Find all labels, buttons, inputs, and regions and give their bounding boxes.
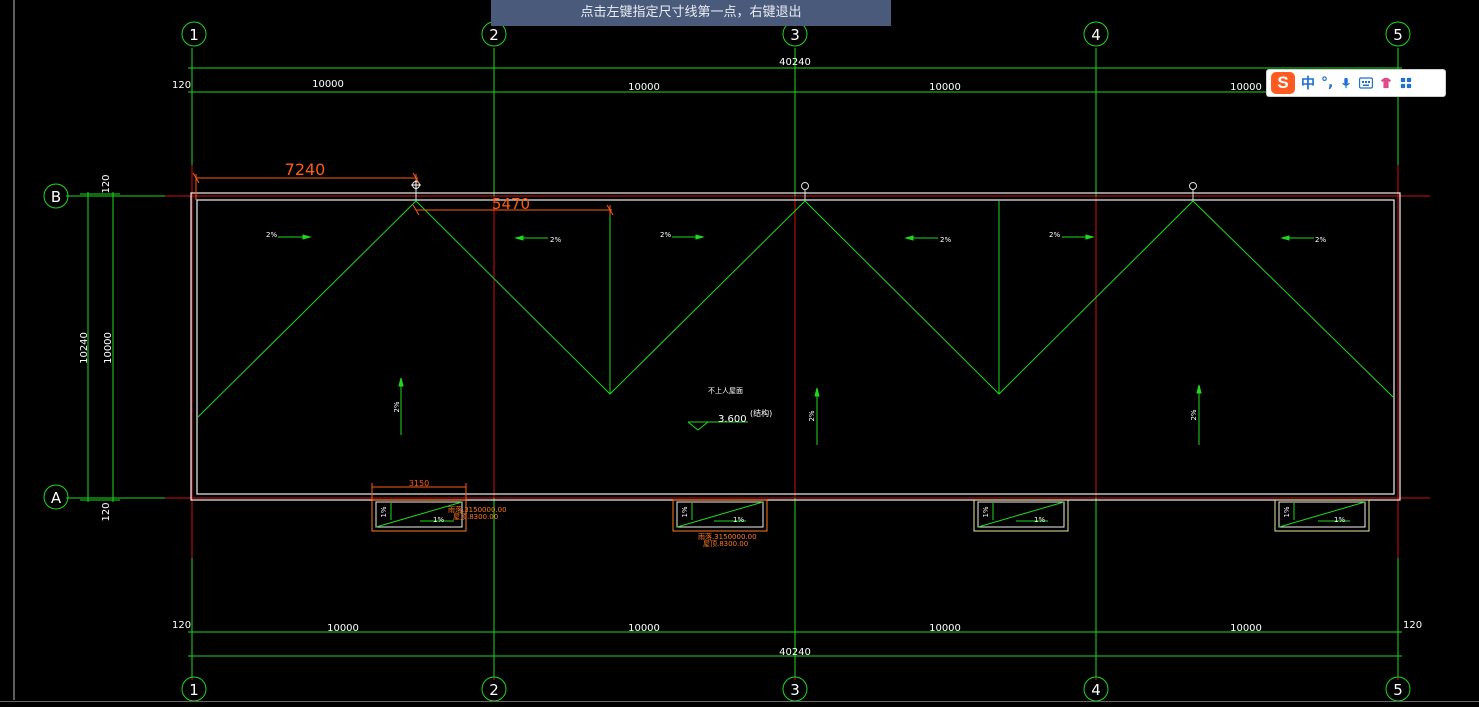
slope-labels: 2% 2% 2% 2% 2% 2% 2% 2% 2% 1% 1% 1% 1% 1… xyxy=(266,231,1345,524)
slope-label: 2% xyxy=(550,236,561,244)
dim-top-span-4: 10000 xyxy=(1230,82,1262,93)
sogou-logo-icon[interactable]: S xyxy=(1271,72,1295,94)
top-dimension-lines xyxy=(80,67,1402,657)
gutter-slope-label: 1% xyxy=(982,506,990,517)
axis-label-B: B xyxy=(51,188,61,206)
dim-bottom-span-3: 10000 xyxy=(929,623,961,634)
dim-left-total: 10240 xyxy=(79,332,90,364)
dim-top-offset: 120 xyxy=(172,80,191,91)
roof-type-label: 不上人屋面 xyxy=(708,386,743,395)
gutters xyxy=(371,483,1370,532)
gutter-dim: 3150 xyxy=(409,479,429,488)
slope-arrows xyxy=(278,234,1314,445)
axis-label-2-top: 2 xyxy=(489,26,499,44)
axis-label-1-top: 1 xyxy=(189,26,199,44)
dim-bottom-span-4: 10000 xyxy=(1230,623,1262,634)
gutter-note: 屋顶.8300.00 xyxy=(453,513,498,521)
gutter-slope-label: 1% xyxy=(681,506,689,517)
axis-label-5-top: 5 xyxy=(1393,26,1403,44)
roof-drains xyxy=(412,181,1197,200)
dim-bottom-offset-right: 120 xyxy=(1403,620,1422,631)
axis-lines xyxy=(165,105,1430,680)
command-line-separator xyxy=(0,701,1479,702)
keyboard-icon[interactable] xyxy=(1359,77,1374,89)
roof-annotations: 不上人屋面 3.600 (结构) xyxy=(708,386,772,425)
gutter-note: 雨落.3150000.00 xyxy=(448,505,507,514)
active-dim-7240: 7240 xyxy=(285,160,326,179)
dim-top-span-2: 10000 xyxy=(628,82,660,93)
dim-bottom-offset-left: 120 xyxy=(172,620,191,631)
elevation-value: 3.600 xyxy=(718,414,747,425)
slope-label: 2% xyxy=(808,410,816,421)
axis-labels: 1 2 3 4 5 1 2 3 4 5 B A xyxy=(51,26,1403,699)
slope-label: 2% xyxy=(266,231,277,239)
dim-left-span: 10000 xyxy=(103,332,114,364)
gutter-slope-label: 1% xyxy=(433,516,444,524)
active-dim-5470: 5470 xyxy=(492,195,530,213)
roof-outline-outer xyxy=(190,192,1401,501)
microphone-icon[interactable] xyxy=(1339,77,1353,89)
gutter-note: 雨落.3150000.00 xyxy=(698,532,757,541)
gutter-slope-label: 1% xyxy=(1334,516,1345,524)
ime-toolbar[interactable]: S 中 °, xyxy=(1266,69,1446,97)
dim-left-offset-bottom: 120 xyxy=(101,502,112,521)
dim-top-span-3: 10000 xyxy=(929,82,961,93)
axis-bubbles xyxy=(43,21,1411,702)
active-dim-texts: 7240 5470 3150 xyxy=(285,160,530,488)
slope-label: 2% xyxy=(1315,236,1326,244)
dim-bottom-total: 40240 xyxy=(779,647,811,658)
axis-label-3-top: 3 xyxy=(790,26,800,44)
roof-outline-inner xyxy=(196,199,1395,495)
gutter-slope-label: 1% xyxy=(1283,506,1291,517)
skin-icon[interactable] xyxy=(1379,77,1393,89)
axis-label-5-bottom: 5 xyxy=(1393,681,1403,699)
axis-label-4-top: 4 xyxy=(1091,26,1101,44)
ime-punct-toggle[interactable]: °, xyxy=(1321,75,1334,91)
dim-left-offset-top: 120 xyxy=(101,174,112,193)
active-dimension xyxy=(192,172,614,216)
slope-label: 2% xyxy=(1190,409,1198,420)
gutter-slope-label: 1% xyxy=(380,506,388,517)
gutter-note: 屋顶.8300.00 xyxy=(703,540,748,548)
axis-label-1-bottom: 1 xyxy=(189,681,199,699)
roof-ridge-lines xyxy=(197,200,1394,418)
dim-top-span-1: 10000 xyxy=(312,79,344,90)
extension-lines xyxy=(66,48,1399,677)
command-hint-bar: 点击左键指定尺寸线第一点，右键退出 xyxy=(491,0,891,26)
axis-label-A: A xyxy=(51,489,62,507)
gutter-slope-label: 1% xyxy=(733,516,744,524)
slope-label: 2% xyxy=(393,401,401,412)
dim-bottom-span-1: 10000 xyxy=(327,623,359,634)
ime-mode-toggle[interactable]: 中 xyxy=(1301,76,1315,92)
slope-label: 2% xyxy=(940,236,951,244)
gutter-slope-label: 1% xyxy=(1034,516,1045,524)
axis-label-2-bottom: 2 xyxy=(489,681,499,699)
gutter-notes: 雨落.3150000.00 屋顶.8300.00 雨落.3150000.00 屋… xyxy=(448,505,757,548)
grid-icon[interactable] xyxy=(1399,77,1413,89)
slope-label: 2% xyxy=(660,231,671,239)
dim-top-total: 40240 xyxy=(779,57,811,68)
dimension-texts: 40240 120 10000 10000 10000 10000 120 12… xyxy=(79,57,1422,658)
slope-label: 2% xyxy=(1049,231,1060,239)
elevation-marker xyxy=(687,421,748,431)
crosshair-cursor xyxy=(411,180,421,190)
elevation-note: (结构) xyxy=(750,408,772,418)
axis-label-4-bottom: 4 xyxy=(1091,681,1101,699)
dim-bottom-span-2: 10000 xyxy=(628,623,660,634)
axis-label-3-bottom: 3 xyxy=(790,681,800,699)
